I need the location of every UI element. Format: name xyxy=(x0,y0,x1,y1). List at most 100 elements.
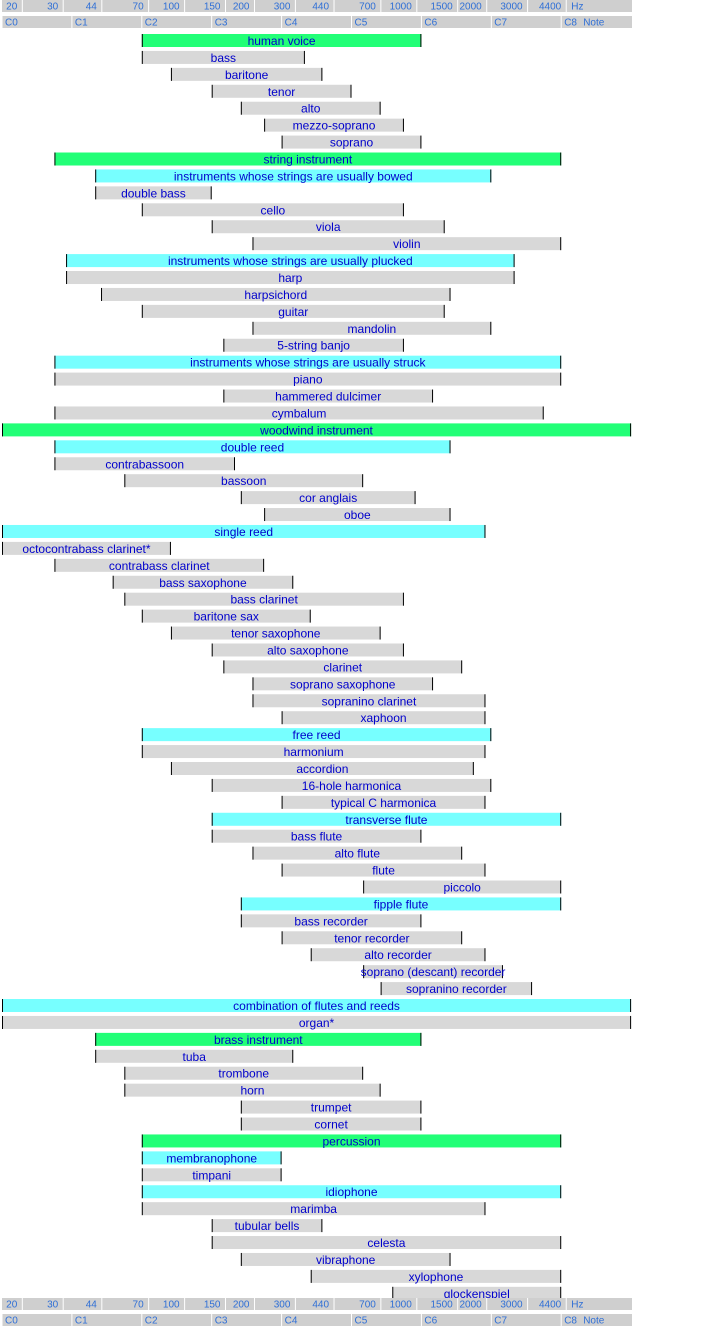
range-bar xyxy=(95,169,492,183)
range-row: harmonium xyxy=(141,745,486,759)
range-bar xyxy=(141,728,492,742)
range-bar xyxy=(211,220,445,234)
bottom-axis-note-tick-label: C8 xyxy=(564,1316,577,1327)
bottom-axis-note-tick-label: C2 xyxy=(145,1316,158,1327)
top-axis-frequency-tick-label: 150 xyxy=(204,2,221,13)
top-axis-frequency-tick-label: 4400 xyxy=(539,2,562,13)
top-axis-frequency-tick-label: 30 xyxy=(47,2,59,13)
bottom-axis-frequency-tick-label: 30 xyxy=(47,1300,59,1311)
range-bar xyxy=(281,863,486,877)
range-bar-label: guitar xyxy=(278,305,308,319)
range-bar-label: idiophone xyxy=(325,1185,377,1199)
bottom-axis-note-tick-label: C1 xyxy=(75,1316,88,1327)
range-bar xyxy=(54,406,544,420)
top-axis-frequency-tick-label: 2000 xyxy=(459,2,482,13)
range-bar-label: organ* xyxy=(299,1016,335,1030)
range-bar-label: soprano saxophone xyxy=(290,677,396,691)
range-bar-label: instruments whose strings are usually st… xyxy=(190,356,426,370)
range-bar-label: accordion xyxy=(296,762,348,776)
range-row: string instrument xyxy=(54,152,562,167)
bottom-axis-frequency-tick-label: 100 xyxy=(163,1300,180,1311)
range-row: 16-hole harmonica xyxy=(211,778,492,793)
range-row: trumpet xyxy=(240,1100,422,1115)
range-bar-label: combination of flutes and reeds xyxy=(233,999,400,1013)
range-bar-label: free reed xyxy=(293,728,341,742)
range-bar-label: soprano (descant) recorder xyxy=(361,965,506,979)
range-row: combination of flutes and reeds xyxy=(2,999,632,1013)
range-row: xylophone xyxy=(310,1269,562,1284)
range-bar xyxy=(54,355,562,369)
range-bar xyxy=(141,304,445,318)
range-row: soprano (descant) recorder xyxy=(361,965,506,979)
top-axis-frequency-tick-label: 700 xyxy=(359,2,376,13)
range-row: bass saxophone xyxy=(112,575,294,590)
range-row: mandolin xyxy=(252,321,492,336)
range-bar xyxy=(141,1134,562,1148)
range-bar xyxy=(223,338,404,352)
range-bar xyxy=(380,982,533,996)
range-row: contrabass clarinet xyxy=(54,558,265,573)
range-bar-label: tubular bells xyxy=(235,1219,300,1233)
range-row: celesta xyxy=(211,1236,562,1250)
range-bar-label: transverse flute xyxy=(345,813,427,827)
range-row: cor anglais xyxy=(240,491,416,505)
range-bar xyxy=(95,1049,294,1063)
range-bar xyxy=(363,880,562,894)
range-bar-label: flute xyxy=(372,864,395,878)
range-row: guitar xyxy=(141,304,445,319)
range-row: marimba xyxy=(141,1202,486,1216)
bottom-axis-note-tick-label: C4 xyxy=(285,1316,298,1327)
range-bar xyxy=(124,474,364,488)
range-row: tubular bells xyxy=(211,1219,323,1233)
range-row: trombone xyxy=(124,1066,364,1081)
range-bar-label: fipple flute xyxy=(374,897,429,911)
top-axis-note-tick-label: C5 xyxy=(355,18,368,29)
range-row: violin xyxy=(252,237,562,251)
top-axis-note-tick-label: C4 xyxy=(285,18,298,29)
range-bar-label: trombone xyxy=(218,1067,269,1081)
top-axis-frequency-tick-label: 440 xyxy=(312,2,329,13)
range-bar xyxy=(264,508,451,522)
range-row: piccolo xyxy=(363,880,562,895)
bottom-axis-frequency-tick-label: 700 xyxy=(359,1300,376,1311)
range-bar-label: celesta xyxy=(367,1236,405,1250)
range-bar xyxy=(211,1219,323,1233)
range-bar-label: horn xyxy=(240,1084,264,1098)
range-row: bass xyxy=(141,50,305,65)
top-axis-note-tick-label: C2 xyxy=(145,18,158,29)
range-bar-label: clarinet xyxy=(323,660,362,674)
range-row: percussion xyxy=(141,1134,562,1148)
range-bar xyxy=(66,271,515,285)
bottom-axis-frequency-band xyxy=(2,1298,632,1310)
top-axis-note-label: Note xyxy=(583,18,605,29)
range-row: clarinet xyxy=(223,660,463,674)
range-bar xyxy=(141,745,486,759)
top-axis-frequency-tick-label: 1500 xyxy=(430,2,453,13)
range-row: bass flute xyxy=(211,829,422,844)
range-row: cornet xyxy=(240,1117,422,1132)
range-bar-label: piano xyxy=(293,373,323,387)
top-axis-frequency-tick-label: 44 xyxy=(86,2,98,13)
range-bar xyxy=(363,965,503,979)
range-row: free reed xyxy=(141,728,492,742)
range-bar-label: instruments whose strings are usually bo… xyxy=(174,169,413,183)
range-bar-label: tenor xyxy=(268,85,295,99)
range-bar-label: cymbalum xyxy=(272,406,327,420)
range-bar-label: sopranino clarinet xyxy=(322,694,417,708)
range-bar xyxy=(54,457,235,471)
range-bar-label: bass clarinet xyxy=(230,593,298,607)
range-bar xyxy=(240,1252,451,1266)
range-row: instruments whose strings are usually bo… xyxy=(95,169,492,183)
range-bar xyxy=(141,34,422,47)
range-row: 5-string banjo xyxy=(223,338,404,353)
range-bar-label: alto saxophone xyxy=(267,643,349,657)
range-bar xyxy=(252,321,492,335)
range-bar-label: instruments whose strings are usually pl… xyxy=(168,254,413,268)
range-bar-label: hammered dulcimer xyxy=(275,390,381,404)
range-row: human voice xyxy=(141,34,422,48)
range-row: double bass xyxy=(95,186,212,200)
bottom-axis-note-label: Note xyxy=(583,1316,605,1327)
range-row: woodwind instrument xyxy=(2,423,632,437)
